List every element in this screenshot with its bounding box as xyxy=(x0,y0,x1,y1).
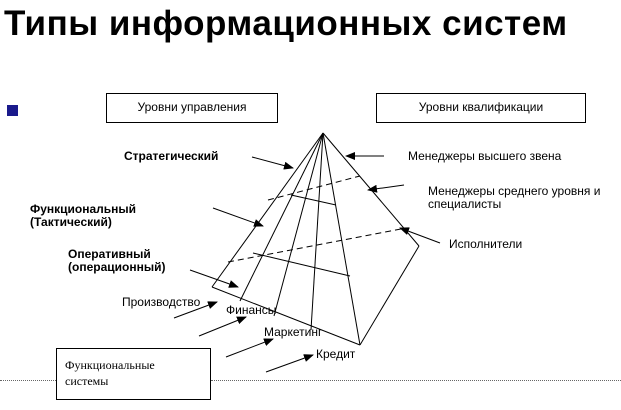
pyramid-left-edge xyxy=(211,132,324,288)
qualification-levels-box: Уровни квалификации xyxy=(376,93,586,123)
pyramid-rib-3 xyxy=(310,132,324,331)
arrow-credit xyxy=(265,354,314,373)
function-production-label: Производство xyxy=(122,295,201,309)
level-line-mid xyxy=(252,252,351,277)
qual-mid-managers-label-2: специалисты xyxy=(428,197,502,211)
arrow-production xyxy=(173,301,218,319)
page-title: Типы информационных систем xyxy=(4,4,568,43)
functional-systems-box: Функциональные системы xyxy=(56,348,211,400)
pyramid-rib-2 xyxy=(273,132,324,317)
pyramid-base-front xyxy=(211,286,361,346)
level-operational-label-1: Оперативный xyxy=(68,247,151,261)
function-finance-label: Финансы xyxy=(226,303,277,317)
level-line-top xyxy=(290,194,337,206)
level-operational-label-2: (операционный) xyxy=(68,260,166,274)
arrow-operational xyxy=(189,269,239,288)
arrow-mid-managers xyxy=(367,184,405,193)
divider-dotted-right xyxy=(211,380,621,381)
dashed-line-top xyxy=(267,175,361,201)
bullet-square-icon xyxy=(7,105,18,116)
arrow-strategic xyxy=(251,156,294,170)
arrow-finance xyxy=(198,316,247,337)
arrow-functional xyxy=(212,207,264,227)
pyramid-rib-4 xyxy=(322,132,361,346)
pyramid-rib-1 xyxy=(239,132,324,302)
arrow-executors xyxy=(399,227,441,244)
level-strategic-label: Стратегический xyxy=(124,149,219,163)
function-credit-label: Кредит xyxy=(316,347,356,361)
qual-executors-label: Исполнители xyxy=(449,237,523,251)
level-functional-label-2: (Тактический) xyxy=(30,215,112,229)
management-levels-box: Уровни управления xyxy=(106,93,278,123)
dashed-line-mid xyxy=(227,227,407,263)
functional-systems-line1: Функциональные xyxy=(65,358,155,372)
qual-mid-managers-label-1: Менеджеры среднего уровня и xyxy=(428,184,601,198)
function-marketing-label: Маркетинг xyxy=(264,325,323,339)
arrow-marketing xyxy=(225,338,274,358)
qual-top-managers-label: Менеджеры высшего звена xyxy=(408,149,562,163)
level-functional-label-1: Функциональный xyxy=(30,202,137,216)
pyramid-base-right xyxy=(359,245,420,346)
divider-dotted-left xyxy=(0,380,56,381)
functional-systems-line2: системы xyxy=(65,374,109,388)
